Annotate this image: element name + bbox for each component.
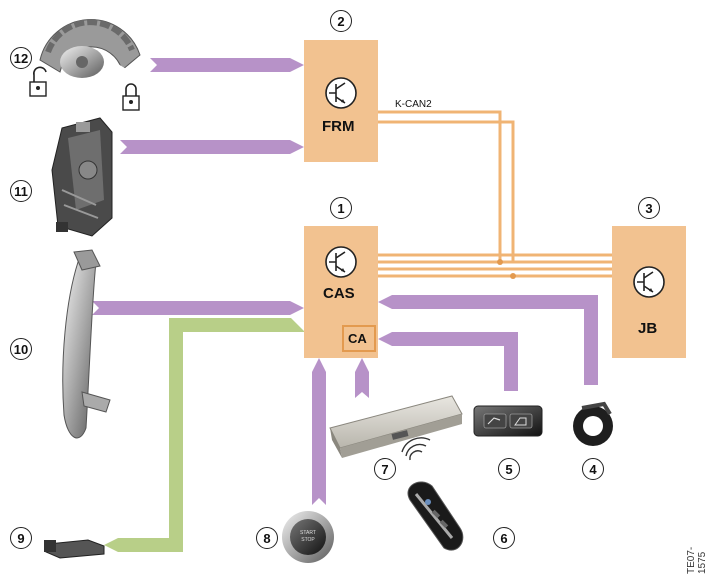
frm-number: 2 (330, 10, 352, 32)
control-unit-icon (329, 395, 463, 458)
wireless-signal-icon (401, 437, 431, 461)
bus-junction (510, 273, 516, 279)
frm-label: FRM (322, 118, 355, 135)
antenna-icon (44, 539, 105, 559)
component-number-11: 11 (10, 180, 32, 202)
signal-arrow-11-frm (120, 140, 304, 154)
start-stop-button-icon: START STOP (282, 511, 334, 563)
jb-number: 3 (638, 197, 660, 219)
signal-arrow-5-cas (378, 332, 518, 391)
component-number-6: 6 (493, 527, 515, 549)
component-number-10: 10 (10, 338, 32, 360)
jb-label: JB (638, 320, 658, 337)
steering-lock-icon (573, 401, 613, 446)
component-number-7: 7 (374, 458, 396, 480)
ca-label: CA (348, 331, 367, 346)
k-can2-label: K-CAN2 (395, 99, 432, 110)
locked-padlock-icon (122, 83, 140, 111)
key-fob-icon (407, 481, 464, 551)
jb-ecu (612, 226, 686, 358)
bus-junction (497, 259, 503, 265)
svg-text:STOP: STOP (301, 537, 315, 543)
component-number-9: 9 (10, 527, 32, 549)
signal-arrow-7-cas (355, 358, 369, 398)
signal-arrow-cas-9 (104, 318, 305, 552)
svg-text:START: START (300, 530, 316, 536)
component-number-12: 12 (10, 47, 32, 69)
cas-ecu (304, 226, 378, 358)
signal-arrow-8-cas (312, 358, 326, 505)
k-can2-bus (377, 110, 612, 278)
frm-ecu (304, 40, 378, 162)
door-handle-icon (62, 249, 111, 439)
document-code: TE07-1575 (686, 546, 707, 574)
cas-number: 1 (330, 197, 352, 219)
unlocked-padlock-icon (29, 66, 47, 97)
signal-arrow-12-frm (150, 58, 304, 72)
component-number-5: 5 (498, 458, 520, 480)
door-lock-actuator-icon (51, 117, 113, 237)
signal-arrow-10-cas (92, 301, 304, 315)
component-number-4: 4 (582, 458, 604, 480)
signal-arrow-4-cas (378, 295, 598, 385)
tailgate-button-icon (473, 405, 543, 437)
door-lock-cylinder-icon (39, 19, 141, 87)
signal-arrows (92, 58, 598, 505)
cas-label: CAS (323, 285, 355, 302)
component-number-8: 8 (256, 527, 278, 549)
